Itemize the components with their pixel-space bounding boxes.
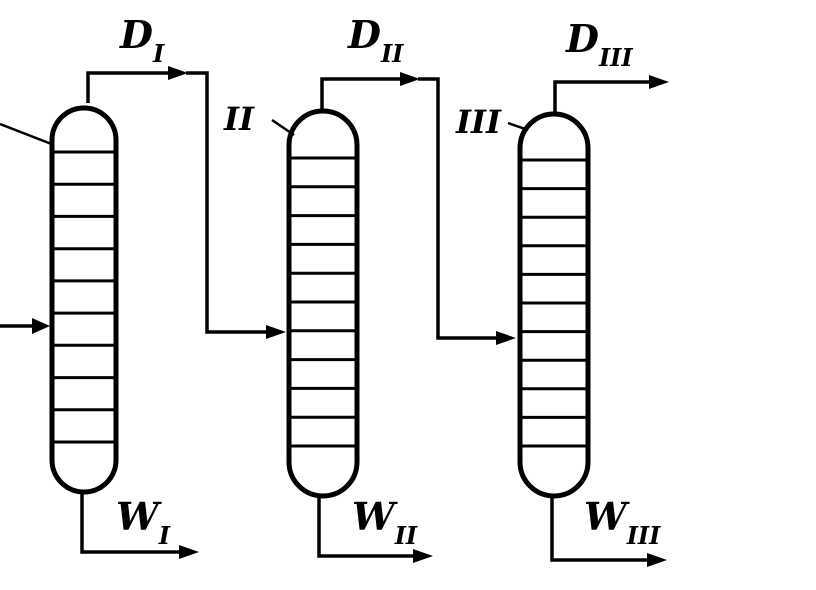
distillate-3-stream	[553, 75, 669, 114]
distillate-2-label: DII	[347, 12, 404, 68]
column-3	[517, 111, 591, 499]
bottoms-1-line	[80, 492, 180, 554]
column-2	[286, 108, 360, 499]
distillate-2-stream	[320, 72, 420, 110]
column-3-label: III	[455, 103, 502, 141]
transfer-1-2	[186, 71, 286, 339]
column-3-trays	[520, 158, 588, 448]
distillate-3-line	[553, 80, 650, 114]
column-1	[49, 105, 119, 495]
column-3-label-leader	[507, 121, 529, 132]
transfer-2-3-line	[418, 77, 498, 340]
bottoms-1-label: WI	[116, 494, 171, 550]
distillate-2-line	[320, 77, 402, 110]
distillate-2-arrowhead	[400, 72, 420, 86]
column-2-shell	[286, 108, 360, 499]
column-1-label-leader	[0, 122, 55, 147]
bottoms-3-line	[550, 496, 648, 562]
column-1-shell	[49, 105, 119, 495]
transfer-1-2-line	[186, 71, 268, 334]
distillate-1-line	[86, 71, 170, 103]
transfer-2-3-arrowhead	[496, 331, 516, 345]
column-2-label: II	[223, 100, 255, 138]
column-2-label-leader	[271, 118, 295, 137]
bottoms-1-arrowhead	[179, 545, 199, 559]
bottoms-2-label: WII	[352, 494, 418, 550]
column-1-trays	[52, 150, 116, 444]
feed-arrowhead	[32, 318, 50, 334]
bottoms-1-stream	[80, 492, 199, 559]
distillate-3-arrowhead	[649, 75, 669, 89]
bottoms-3-stream	[550, 496, 667, 567]
bottoms-2-arrowhead	[413, 549, 433, 563]
column-2-trays	[289, 156, 357, 448]
distillate-3-label: DIII	[565, 16, 633, 72]
bottoms-2-stream	[317, 496, 433, 563]
transfer-2-3	[418, 77, 516, 345]
bottoms-3-label: WIII	[584, 494, 661, 550]
distillate-1-label: DI	[119, 12, 165, 68]
distillate-1-arrowhead	[168, 66, 188, 80]
bottoms-3-arrowhead	[647, 553, 667, 567]
distillate-1-stream	[86, 66, 188, 103]
feed-stream	[0, 318, 50, 334]
bottoms-2-line	[317, 496, 414, 558]
transfer-1-2-arrowhead	[266, 325, 286, 339]
column-3-shell	[517, 111, 591, 499]
